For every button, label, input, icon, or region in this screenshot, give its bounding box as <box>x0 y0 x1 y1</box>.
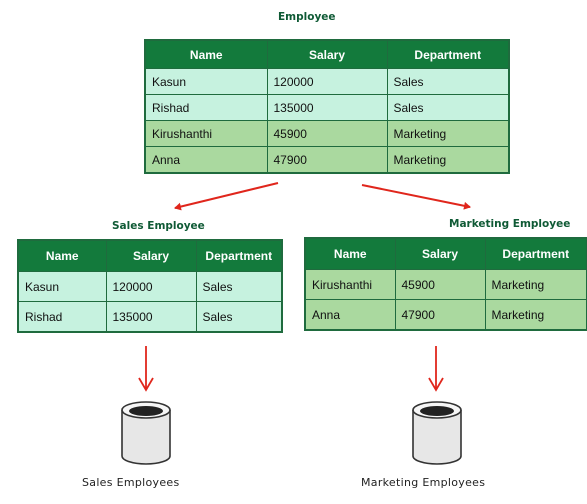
employee-table: Name Salary Department Kasun 120000 Sale… <box>144 39 510 174</box>
database-icon-sales <box>121 401 171 465</box>
marketing-table-title: Marketing Employee <box>449 218 571 230</box>
column-header-salary: Salary <box>105 239 197 272</box>
table-row: Anna 47900 Marketing <box>144 146 510 174</box>
cell-department: Sales <box>386 68 510 95</box>
sales-employee-table: Name Salary Department Kasun 120000 Sale… <box>17 239 283 333</box>
cell-salary: 120000 <box>266 68 388 95</box>
table-row: Kirushanthi 45900 Marketing <box>304 269 587 300</box>
column-header-salary: Salary <box>266 39 388 69</box>
cell-name: Anna <box>304 299 396 331</box>
table-row: Kasun 120000 Sales <box>144 68 510 95</box>
table-row: Kirushanthi 45900 Marketing <box>144 120 510 147</box>
sales-table-title: Sales Employee <box>112 220 205 232</box>
column-header-name: Name <box>304 237 396 270</box>
split-arrow-sales <box>174 182 279 211</box>
cell-department: Marketing <box>484 269 587 300</box>
cell-name: Kirushanthi <box>144 120 268 147</box>
cell-salary: 135000 <box>105 301 197 333</box>
cell-department: Sales <box>386 94 510 121</box>
cell-name: Anna <box>144 146 268 174</box>
cell-name: Rishad <box>144 94 268 121</box>
column-header-department: Department <box>195 239 283 272</box>
table-row: Rishad 135000 Sales <box>144 94 510 121</box>
employee-table-title: Employee <box>278 11 336 23</box>
column-header-salary: Salary <box>394 237 486 270</box>
cell-salary: 47900 <box>266 146 388 174</box>
cell-salary: 45900 <box>266 120 388 147</box>
column-header-name: Name <box>144 39 268 69</box>
cell-department: Sales <box>195 271 283 302</box>
cell-department: Marketing <box>386 120 510 147</box>
column-header-department: Department <box>484 237 587 270</box>
database-icon-marketing <box>412 401 462 465</box>
cell-name: Kasun <box>144 68 268 95</box>
down-arrow-marketing <box>428 346 444 392</box>
down-arrow-sales <box>138 346 154 392</box>
cell-name: Kasun <box>17 271 107 302</box>
split-arrow-marketing <box>361 184 471 210</box>
column-header-department: Department <box>386 39 510 69</box>
table-row: Kasun 120000 Sales <box>17 271 283 302</box>
table-row: Anna 47900 Marketing <box>304 299 587 331</box>
cell-salary: 120000 <box>105 271 197 302</box>
column-header-name: Name <box>17 239 107 272</box>
cell-salary: 45900 <box>394 269 486 300</box>
marketing-storage-label: Marketing Employees <box>361 476 486 489</box>
cell-salary: 47900 <box>394 299 486 331</box>
table-row: Rishad 135000 Sales <box>17 301 283 333</box>
cell-name: Kirushanthi <box>304 269 396 300</box>
sales-storage-label: Sales Employees <box>82 476 180 489</box>
cell-name: Rishad <box>17 301 107 333</box>
cell-department: Marketing <box>386 146 510 174</box>
cell-department: Sales <box>195 301 283 333</box>
cell-salary: 135000 <box>266 94 388 121</box>
cell-department: Marketing <box>484 299 587 331</box>
marketing-employee-table: Name Salary Department Kirushanthi 45900… <box>304 237 587 331</box>
